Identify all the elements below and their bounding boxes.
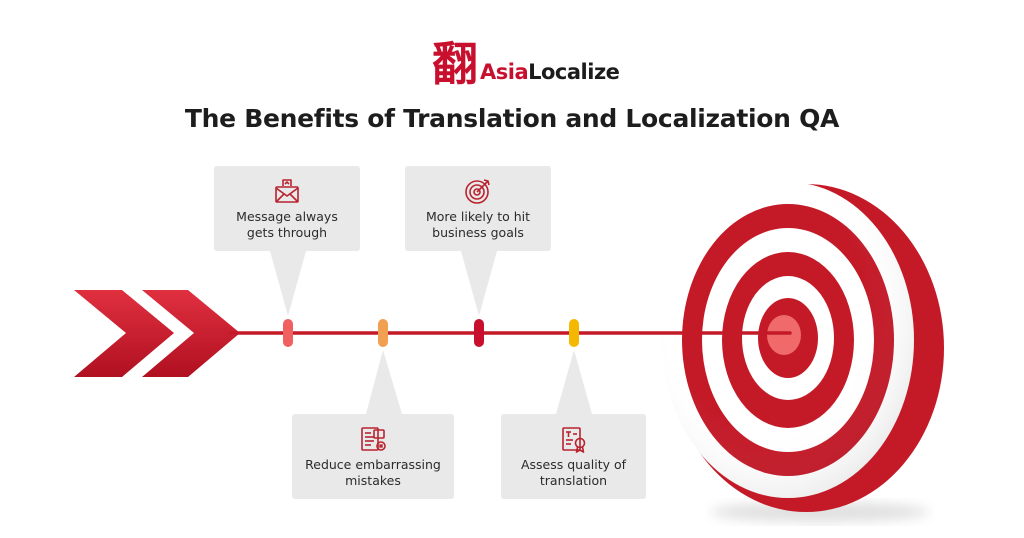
timeline-marker: [474, 319, 484, 347]
benefit-label: Reduce embarrassing mistakes: [305, 456, 441, 488]
benefit-label: Assess quality of translation: [520, 456, 627, 488]
benefit-label: Message always gets through: [236, 208, 338, 240]
benefit-card-message: Message always gets through: [214, 166, 360, 251]
envelope-reply-icon: [275, 178, 299, 203]
brand-name-accent: Asia: [480, 60, 529, 84]
timeline-marker: [283, 319, 293, 347]
brand-mark-icon: 翻: [432, 37, 478, 88]
pointer-card-2: [461, 251, 497, 316]
pointer-card-4: [556, 350, 592, 414]
page-title: The Benefits of Translation and Localiza…: [184, 104, 840, 133]
document-check-icon: [361, 426, 386, 451]
target-dart-icon: [465, 178, 490, 204]
svg-text:翻: 翻: [432, 37, 478, 88]
bullseye-target: [662, 182, 944, 512]
arrow-fletching: [74, 290, 240, 377]
benefit-card-goals: More likely to hit business goals: [405, 166, 551, 251]
certificate-translation-icon: [561, 426, 585, 453]
brand-name: AsiaLocalize: [480, 60, 620, 84]
timeline-marker: [378, 319, 388, 347]
benefit-card-mistakes: Reduce embarrassing mistakes: [292, 414, 454, 499]
pointer-card-3: [366, 350, 402, 414]
timeline-marker: [569, 319, 579, 347]
brand-name-rest: Localize: [528, 60, 620, 84]
pointer-card-1: [270, 251, 306, 316]
target-shadow: [710, 502, 930, 522]
benefit-label: More likely to hit business goals: [425, 208, 531, 240]
brand-logo: 翻 AsiaLocalize: [432, 30, 620, 88]
benefit-card-quality: Assess quality of translation: [501, 414, 646, 499]
